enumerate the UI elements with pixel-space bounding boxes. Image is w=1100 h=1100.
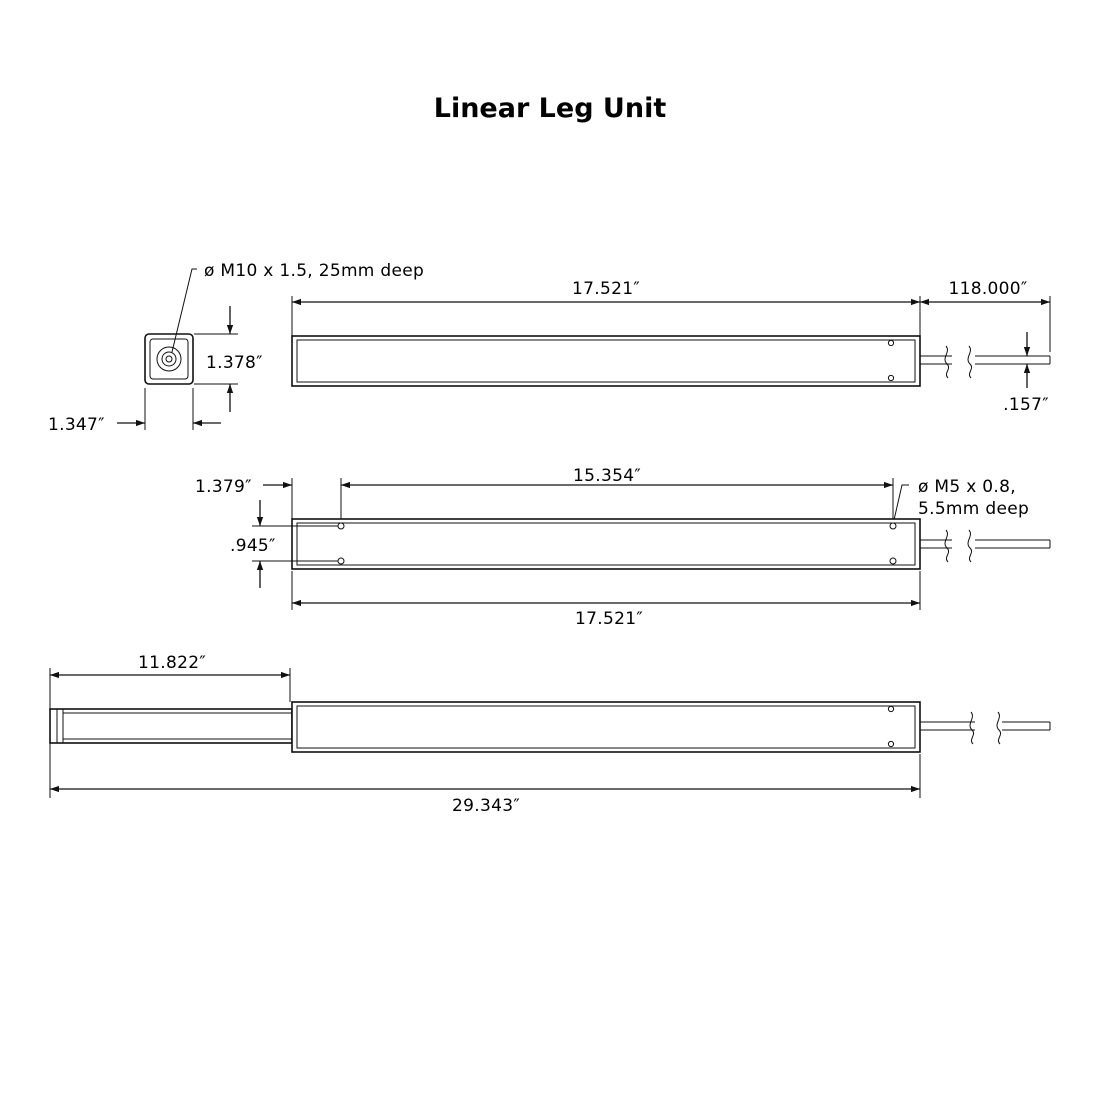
- hole-offset-dim: 1.379″: [195, 477, 252, 497]
- drawing-title: Linear Leg Unit: [434, 93, 667, 124]
- side-cable-break-right: [967, 529, 973, 563]
- end-view-outline: [144, 333, 194, 385]
- side-view-body: [291, 518, 921, 570]
- extended-cable-break-left: [969, 711, 975, 745]
- side-view: 1.379″ 15.354″ ø M5 x 0.8, 5.5mm deep .9…: [195, 466, 1051, 629]
- overall-length-dim: 29.343″: [452, 796, 520, 816]
- m5-leader-line: [893, 484, 909, 521]
- hole-spacing-dim: 15.354″: [573, 466, 641, 486]
- m10-leader-line: [171, 268, 197, 353]
- side-hole-right-lower: [889, 557, 897, 565]
- end-view-inner-profile: [149, 338, 189, 380]
- side-length-dim: 17.521″: [575, 609, 643, 629]
- side-cable-break-left: [944, 529, 950, 563]
- top-cable-break-right: [967, 345, 973, 379]
- side-view-inner-line: [296, 522, 916, 566]
- m10-thread-callout: ø M10 x 1.5, 25mm deep: [204, 261, 424, 281]
- top-view-inner-line: [296, 339, 916, 383]
- extended-hole-upper: [887, 705, 895, 713]
- top-cable-break-left: [944, 345, 950, 379]
- extended-view: 11.822″ 29.343″: [49, 653, 1051, 816]
- top-view: 17.521″ 118.000″ .157″: [291, 279, 1051, 415]
- extended-rod: [49, 708, 293, 744]
- extended-view-inner-line: [296, 705, 916, 749]
- end-view-rod-circle: [156, 346, 182, 372]
- end-view: ø M10 x 1.5, 25mm deep 1.378″ 1.347″: [48, 261, 424, 435]
- end-height-dim: 1.378″: [206, 353, 263, 373]
- top-view-hole-upper: [887, 339, 895, 347]
- extended-cable-break-right: [996, 711, 1002, 745]
- extended-view-body: [291, 701, 921, 753]
- m5-callout-line1: ø M5 x 0.8,: [918, 477, 1016, 497]
- m5-callout-line2: 5.5mm deep: [918, 499, 1029, 519]
- cable-diameter-dim: .157″: [1003, 395, 1049, 415]
- end-width-dim: 1.347″: [48, 415, 105, 435]
- end-view-thread-hole: [161, 351, 177, 367]
- stroke-dim: 11.822″: [138, 653, 206, 673]
- cable-length-dim: 118.000″: [948, 279, 1027, 299]
- top-length-dim: 17.521″: [572, 279, 640, 299]
- top-view-hole-lower: [887, 374, 895, 382]
- extended-hole-lower: [887, 740, 895, 748]
- top-view-body: [291, 335, 921, 387]
- hole-vertical-dim: .945″: [230, 536, 276, 556]
- end-view-center: [165, 355, 173, 363]
- side-hole-right-upper: [889, 522, 897, 530]
